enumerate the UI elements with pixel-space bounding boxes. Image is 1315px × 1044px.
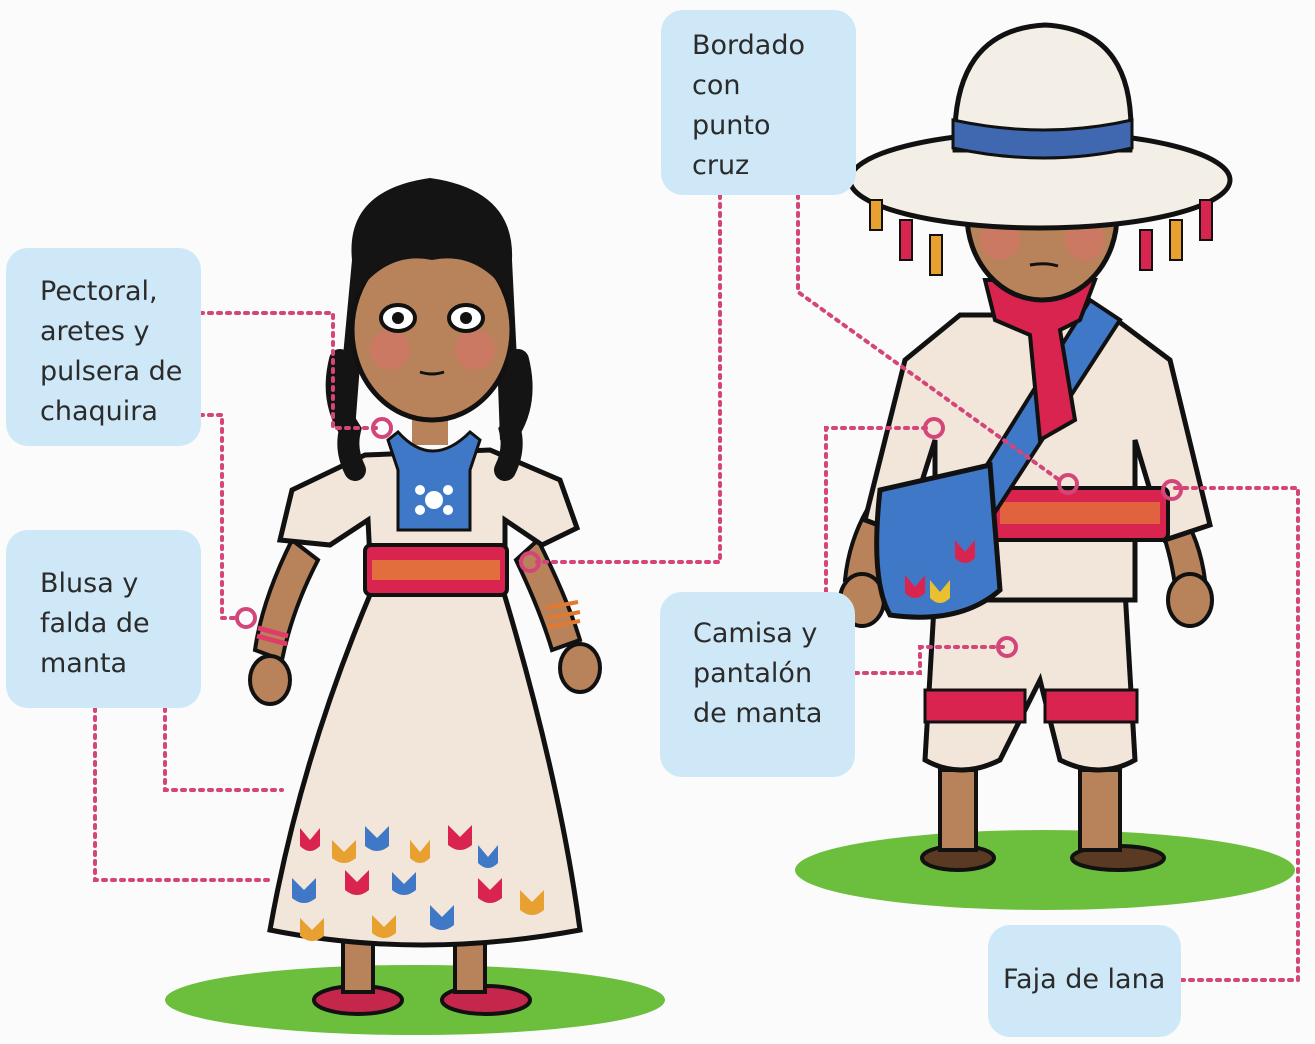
boy-pants bbox=[922, 587, 1138, 773]
girl-braid-right bbox=[494, 349, 533, 481]
boy-figure bbox=[795, 22, 1295, 910]
leader-camisa-shirt bbox=[824, 426, 932, 594]
label-pectoral: Pectoral, aretes y pulsera de chaquira bbox=[6, 248, 201, 446]
girl-bracelet-right bbox=[545, 600, 581, 629]
label-blusa-falda: Blusa y falda de manta bbox=[6, 530, 201, 708]
boy-hat-crown bbox=[952, 22, 1134, 153]
girl-bracelet-left bbox=[256, 625, 289, 647]
leader-lines bbox=[93, 193, 1300, 982]
boy-pant-band-left bbox=[923, 688, 1027, 724]
girl-pectoral bbox=[386, 429, 482, 532]
boy-grass bbox=[795, 830, 1295, 910]
marker-camisa-shirt bbox=[923, 417, 945, 439]
label-camisa-pantalon: Camisa y pantalón de manta bbox=[660, 592, 855, 777]
girl-figure bbox=[165, 178, 665, 1035]
leader-markers bbox=[235, 417, 1183, 658]
girl-hand-right bbox=[558, 642, 602, 694]
girl-grass bbox=[165, 965, 665, 1035]
boy-leg-left bbox=[938, 768, 978, 852]
leader-blusa-top bbox=[163, 706, 284, 792]
girl-hand-left bbox=[248, 654, 292, 706]
boy-scarf bbox=[982, 278, 1098, 444]
marker-faja bbox=[1161, 479, 1183, 501]
leader-bordado-boy bbox=[796, 193, 1064, 484]
girl-braid-left bbox=[325, 349, 366, 481]
girl-hair-front bbox=[351, 205, 513, 300]
marker-bordado-girl bbox=[519, 551, 541, 573]
leader-bracelet bbox=[198, 413, 242, 620]
girl-skirt-embroidery bbox=[292, 825, 544, 941]
leader-pectoral bbox=[198, 311, 382, 430]
boy-pant-band-right bbox=[1043, 688, 1139, 724]
label-faja: Faja de lana bbox=[988, 925, 1181, 1037]
leader-faja bbox=[1173, 486, 1300, 982]
boy-hat-band bbox=[951, 118, 1134, 160]
boy-leg-right bbox=[1078, 768, 1122, 852]
leader-bordado-girl bbox=[535, 193, 722, 564]
marker-bordado-boy bbox=[1057, 473, 1079, 495]
leader-blusa-bottom bbox=[93, 706, 272, 882]
marker-camisa-pants bbox=[996, 636, 1018, 658]
girl-skirt bbox=[267, 587, 583, 948]
label-bordado: Bordado con punto cruz bbox=[661, 10, 856, 195]
marker-bracelet bbox=[235, 607, 257, 629]
marker-pectoral bbox=[371, 417, 393, 439]
